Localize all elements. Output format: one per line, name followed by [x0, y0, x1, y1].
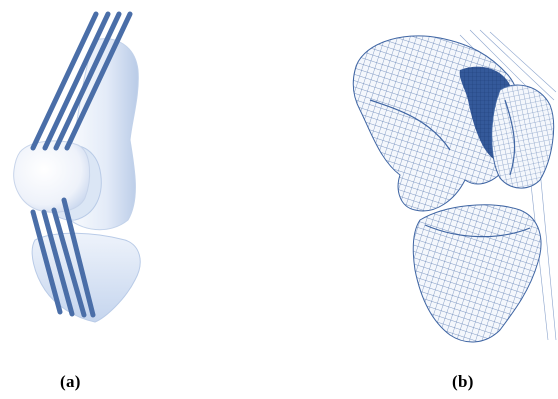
knee-mesh-illustration	[340, 0, 558, 360]
knee-solid-illustration	[0, 0, 200, 360]
patella-shape	[14, 141, 90, 212]
panel-a-knee-model	[0, 0, 200, 360]
panel-a-caption: (a)	[60, 372, 81, 392]
panel-b-mesh-model	[340, 0, 558, 360]
panel-b-caption: (b)	[452, 372, 474, 392]
